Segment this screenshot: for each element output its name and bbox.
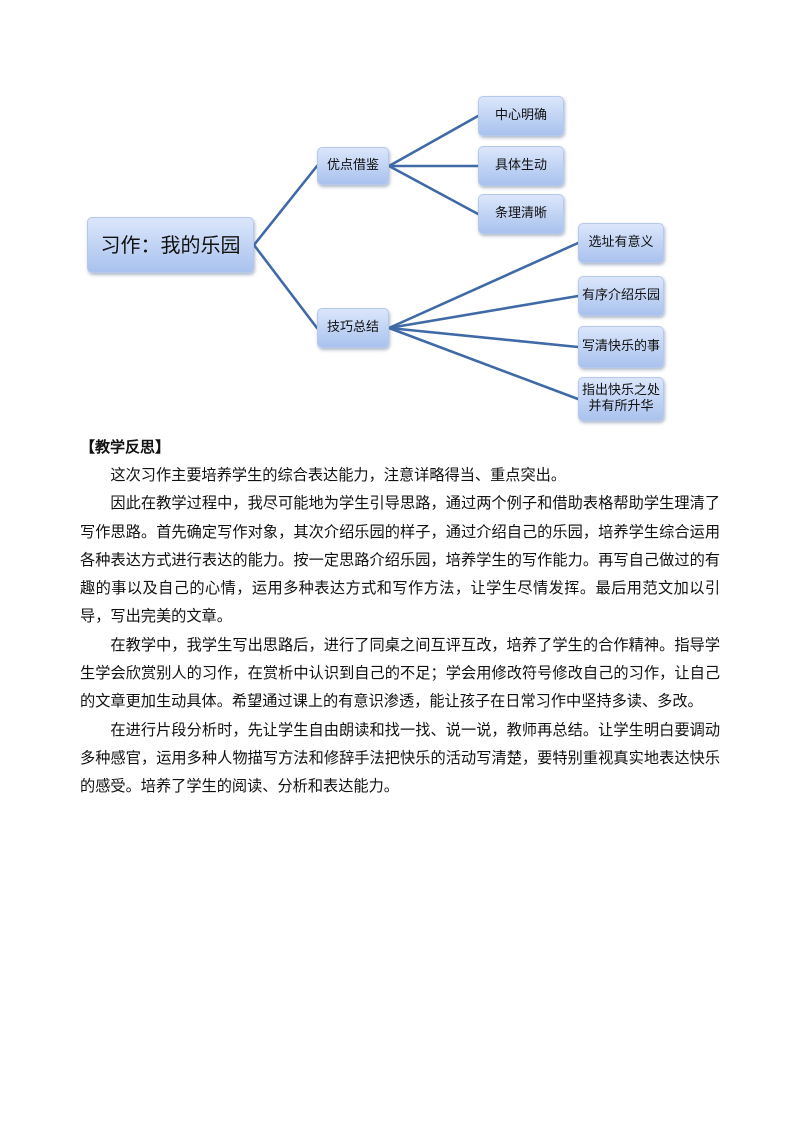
connector-root-b1: [252, 164, 319, 247]
leaf-node: 写清快乐的事: [578, 326, 664, 368]
leaf-label: 条理清晰: [494, 206, 547, 221]
connector-b2-l6: [387, 326, 580, 349]
mind-map-root: 习作：我的乐园: [87, 217, 254, 273]
leaf-node: 中心明确: [478, 96, 564, 136]
connector-b2-l4: [387, 241, 580, 330]
leaf-label: 具体生动: [494, 158, 547, 173]
leaf-node: 具体生动: [478, 146, 564, 186]
leaf-label-line-2: 并有所升华: [588, 399, 654, 414]
branch-label: 优点借鉴: [326, 158, 379, 173]
section-heading: 【教学反思】: [80, 438, 171, 456]
leaf-label-line-1: 指出快乐之处: [581, 383, 660, 398]
root-label: 习作：我的乐园: [100, 233, 241, 257]
leaf-node: 条理清晰: [478, 194, 564, 234]
leaf-node: 选址有意义: [578, 223, 664, 263]
mind-map: 习作：我的乐园 优点借鉴 技巧总结 中心明确 具体生动 条理清晰 选址有意义 有…: [0, 0, 800, 430]
leaf-label: 选址有意义: [588, 235, 654, 250]
leaf-label: 写清快乐的事: [581, 339, 660, 354]
reflection-section: 【教学反思】 这次习作主要培养学生的综合表达能力，注意详略得当、重点突出。 因此…: [80, 433, 720, 801]
connector-b1-l3: [387, 164, 480, 216]
leaf-label: 中心明确: [494, 108, 547, 123]
connector-b2-l5: [387, 294, 580, 330]
branch-label: 技巧总结: [326, 320, 379, 335]
branch-node: 优点借鉴: [317, 147, 389, 185]
connector-root-b2: [252, 243, 319, 330]
mind-map-connectors: [252, 114, 580, 401]
paragraph: 这次习作主要培养学生的综合表达能力，注意详略得当、重点突出。: [110, 466, 567, 484]
paragraph: 在进行片段分析时，先让学生自由朗读和找一找、说一说，教师再总结。让学生明白要调动…: [80, 720, 720, 796]
branch-node: 技巧总结: [317, 308, 389, 348]
leaf-label: 有序介绍乐园: [581, 288, 660, 303]
paragraph: 因此在教学过程中，我尽可能地为学生引导思路，通过两个例子和借助表格帮助学生理清了…: [80, 494, 720, 626]
leaf-node: 有序介绍乐园: [578, 276, 664, 316]
paragraph: 在教学中，我学生写出思路后，进行了同桌之间互评互改，培养了学生的合作精神。指导学…: [80, 635, 720, 711]
connector-b2-l7: [387, 326, 580, 401]
leaf-node: 指出快乐之处 并有所升华: [578, 377, 664, 421]
connector-b1-l1: [387, 114, 480, 168]
